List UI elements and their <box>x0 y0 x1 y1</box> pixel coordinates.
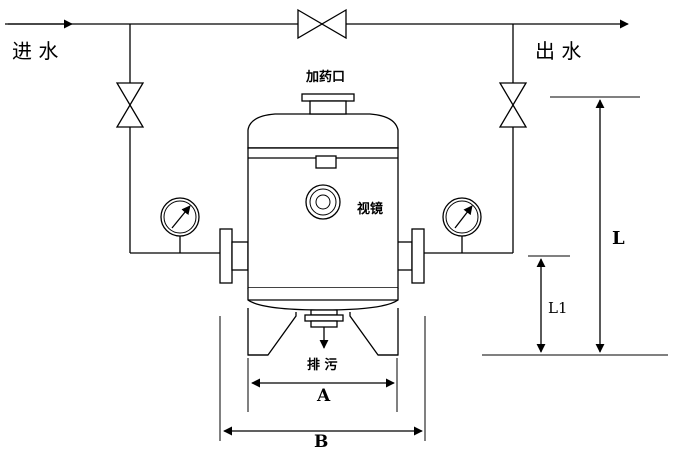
dosing-port-label: 加药口 <box>305 69 345 85</box>
dimension-l1-label: L1 <box>548 299 568 317</box>
dimension-baseline <box>482 96 668 356</box>
tank-vessel <box>247 113 399 311</box>
drain-outlet <box>304 309 344 349</box>
dimension-extension-lines <box>219 316 426 441</box>
outlet-label: 出 水 <box>535 39 581 63</box>
sight-glass-label: 视镜 <box>357 201 383 217</box>
dimension-a-label: A <box>316 386 331 406</box>
outlet-flange <box>395 228 425 284</box>
sight-glass-icon <box>305 184 341 220</box>
nameplate <box>315 155 337 169</box>
tank-legs <box>247 308 399 356</box>
inlet-branch-pipe <box>129 24 222 254</box>
outlet-branch-pipe <box>424 24 514 254</box>
dimension-b-label: B <box>314 432 328 450</box>
bypass-valve-icon[interactable] <box>297 8 347 40</box>
outlet-pressure-gauge-icon <box>442 197 482 253</box>
dosing-port <box>301 93 355 115</box>
drain-label: 排 污 <box>307 357 338 373</box>
inlet-flange <box>219 228 249 284</box>
inlet-label: 进 水 <box>12 39 58 63</box>
inlet-pressure-gauge-icon <box>160 197 200 253</box>
inlet-valve-icon[interactable] <box>115 82 145 128</box>
dimension-l-label: L <box>612 228 625 249</box>
outlet-valve-icon[interactable] <box>498 82 528 128</box>
